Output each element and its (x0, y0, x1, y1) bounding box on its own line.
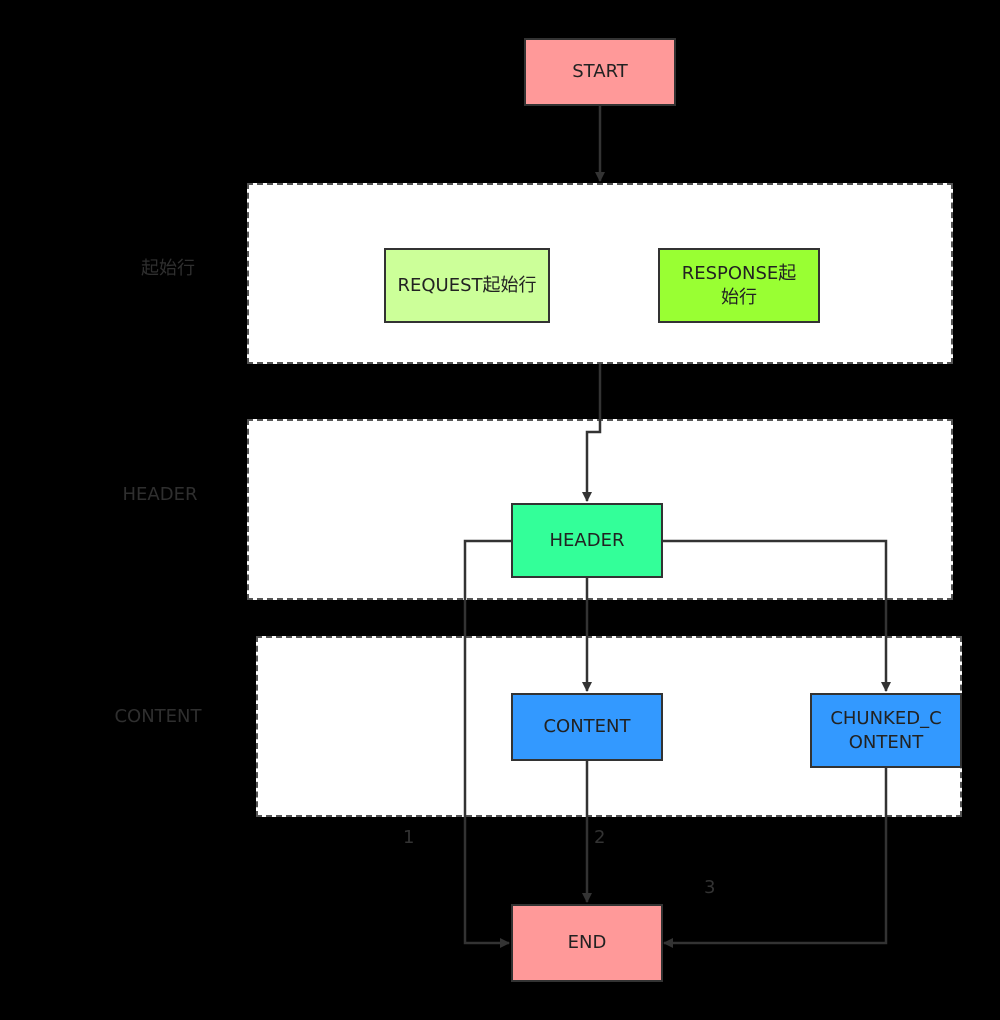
request-line-label: REQUEST起始行 (397, 274, 537, 296)
zone-label-content: CONTENT (114, 706, 202, 727)
chunked-content-label: CHUNKED_CONTENT (830, 707, 942, 753)
end-node: END (511, 904, 663, 982)
content-node: CONTENT (511, 693, 663, 761)
response-line-label: RESPONSE起始行 (681, 262, 797, 308)
start-node-label: START (572, 61, 628, 82)
edge-label-1: 1 (403, 827, 415, 848)
zone-label-header: HEADER (122, 484, 198, 505)
zone-label-start-line: 起始行 (141, 258, 195, 279)
end-node-label: END (567, 932, 607, 953)
edge-startline-to-header (582, 364, 602, 502)
edge-chunked-to-end-3 (663, 768, 888, 948)
edge-label-2: 2 (594, 827, 606, 848)
start-node: START (524, 38, 676, 106)
content-node-label: CONTENT (543, 716, 631, 737)
edge-label-3: 3 (704, 877, 716, 898)
header-node: HEADER (511, 503, 663, 578)
header-node-label: HEADER (549, 529, 625, 551)
chunked-content-node: CHUNKED_CONTENT (810, 693, 962, 768)
edge-header-to-end-1 (463, 539, 511, 948)
edge-header-to-chunked (662, 539, 891, 692)
response-line-node: RESPONSE起始行 (658, 248, 820, 323)
zone-start-line (247, 183, 953, 364)
request-line-node: REQUEST起始行 (384, 248, 550, 323)
